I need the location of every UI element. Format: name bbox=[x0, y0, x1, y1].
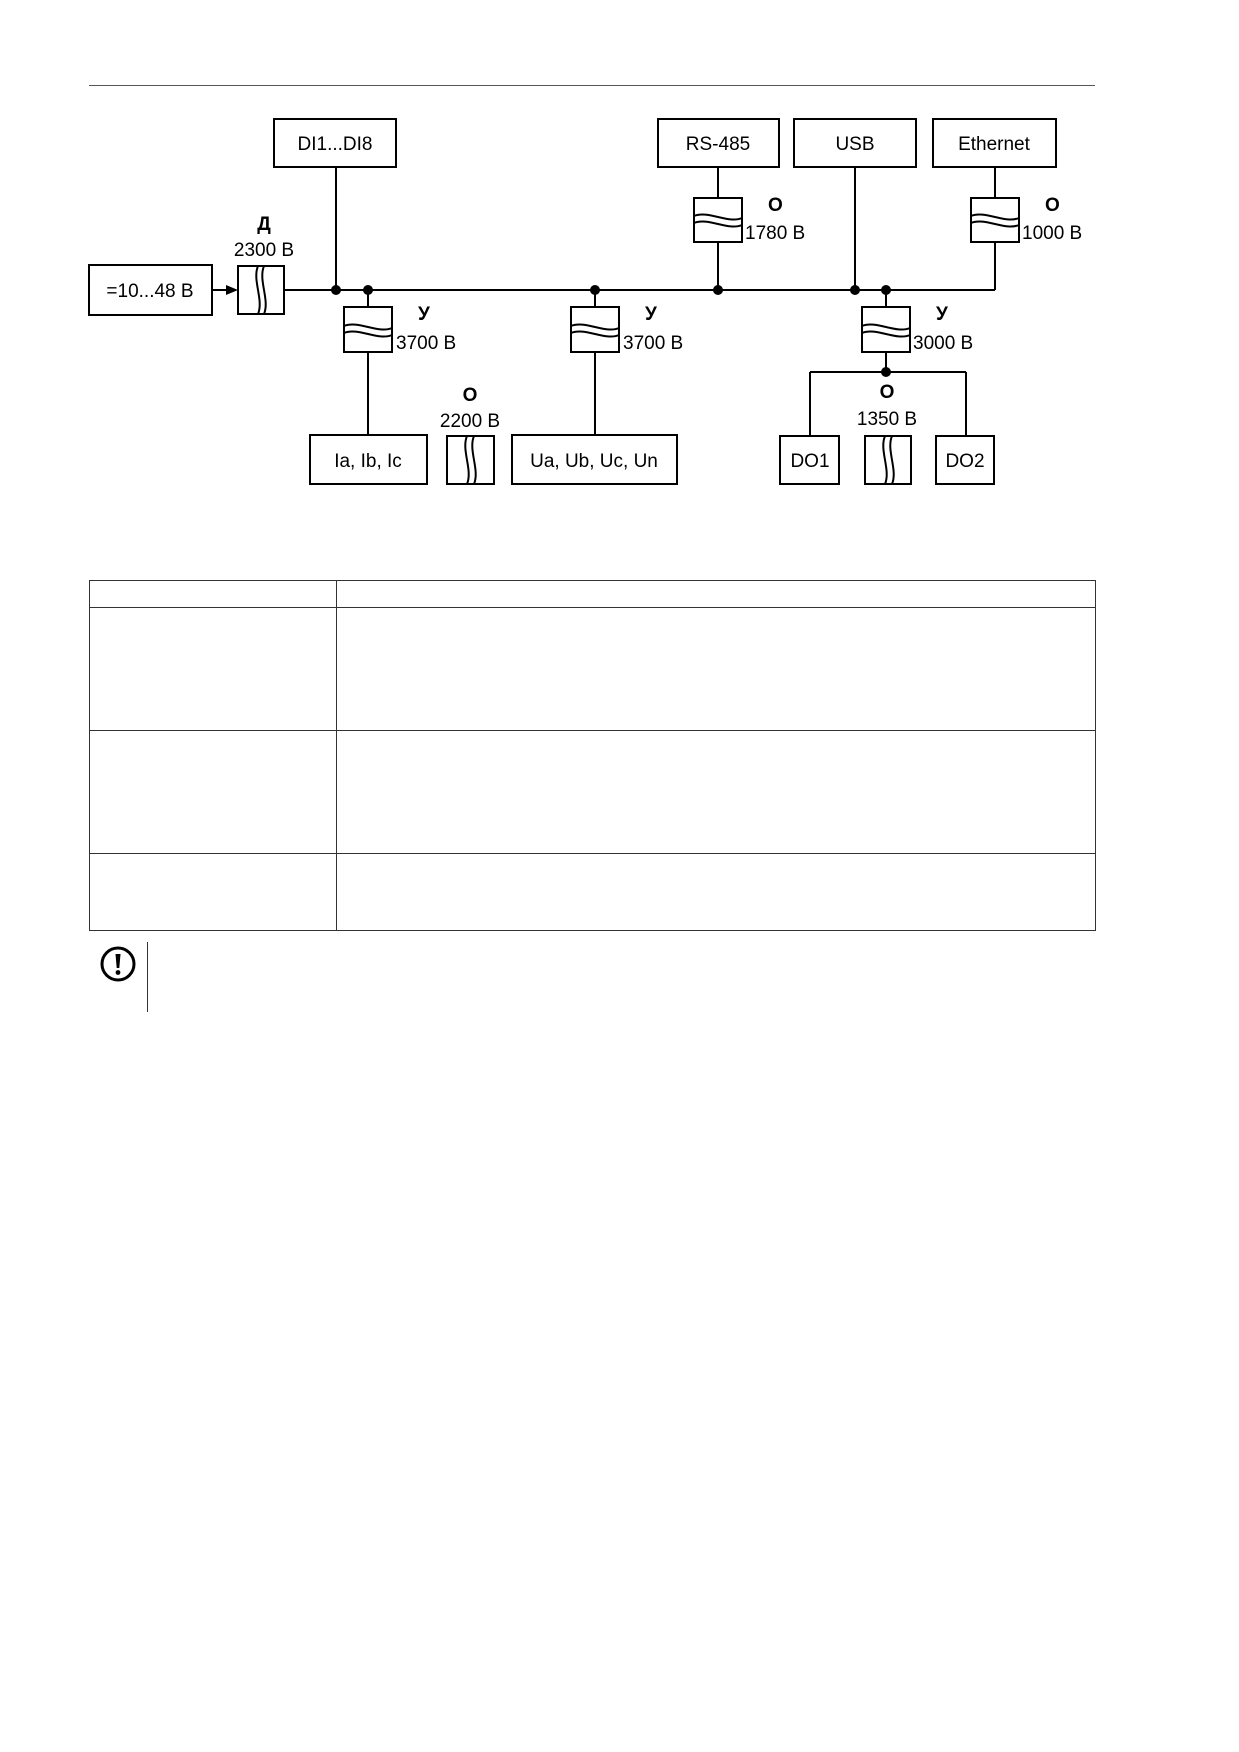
isolation-table bbox=[89, 580, 1096, 931]
isolation-type-ethernet: О bbox=[1045, 195, 1060, 216]
isolation-barrier-ethernet-icon bbox=[970, 197, 1020, 243]
table-cell bbox=[89, 730, 337, 854]
note-divider bbox=[147, 942, 148, 1012]
block-rs485 bbox=[657, 118, 780, 168]
block-usb-label: USB bbox=[835, 134, 874, 155]
junction-dot bbox=[850, 285, 860, 295]
header-rule bbox=[89, 85, 1095, 86]
isolation-voltage-ethernet: 1000 В bbox=[1022, 223, 1082, 244]
table-cell bbox=[336, 730, 1096, 854]
isolation-barrier-gap-icon bbox=[446, 435, 495, 485]
junction-dot bbox=[881, 285, 891, 295]
block-ethernet-label: Ethernet bbox=[958, 134, 1031, 155]
block-power-label: =10...48 В bbox=[106, 281, 193, 302]
table-cell bbox=[336, 580, 1096, 608]
isolation-voltage-do-gap: 1350 В bbox=[857, 409, 917, 430]
block-current bbox=[309, 434, 428, 485]
table-cell bbox=[89, 853, 337, 931]
isolation-voltage-gap: 2200 В bbox=[440, 411, 500, 432]
block-do1-label: DO1 bbox=[790, 451, 829, 472]
isolation-voltage-outputs: 3000 В bbox=[913, 333, 973, 354]
junction-dot bbox=[881, 367, 891, 377]
block-voltage bbox=[511, 434, 678, 485]
table-row bbox=[89, 853, 1096, 931]
isolation-barrier-voltage-icon bbox=[570, 306, 620, 353]
isolation-barrier-power-icon bbox=[237, 265, 285, 315]
block-di bbox=[273, 118, 397, 168]
isolation-barrier-rs485-icon bbox=[693, 197, 743, 243]
table-row bbox=[89, 607, 1096, 731]
power-arrow-icon bbox=[226, 285, 238, 295]
isolation-type-current: У bbox=[418, 304, 430, 325]
block-do2 bbox=[935, 435, 995, 485]
block-power bbox=[88, 264, 213, 316]
isolation-voltage-rs485: 1780 В bbox=[745, 223, 805, 244]
table-cell bbox=[89, 607, 337, 731]
isolation-barrier-outputs-icon bbox=[861, 306, 911, 353]
table-cell bbox=[336, 607, 1096, 731]
isolation-type-outputs: У bbox=[936, 304, 948, 325]
block-do1 bbox=[779, 435, 840, 485]
table-cell bbox=[336, 853, 1096, 931]
isolation-voltage-power: 2300 В bbox=[234, 240, 294, 261]
isolation-voltage-current: 3700 В bbox=[396, 333, 456, 354]
block-usb bbox=[793, 118, 917, 168]
block-ethernet bbox=[932, 118, 1057, 168]
isolation-type-gap: О bbox=[463, 385, 478, 406]
block-voltage-label: Ua, Ub, Uc, Un bbox=[530, 451, 658, 472]
isolation-barrier-do-gap-icon bbox=[864, 435, 912, 485]
table-cell bbox=[89, 580, 337, 608]
block-do2-label: DO2 bbox=[945, 451, 984, 472]
junction-dot bbox=[713, 285, 723, 295]
table-header-row bbox=[89, 580, 1096, 608]
block-current-label: Ia, Ib, Ic bbox=[334, 451, 402, 472]
table-row bbox=[89, 730, 1096, 854]
isolation-type-power: Д bbox=[257, 214, 271, 235]
isolation-diagram: =10...48 В DI1...DI8 RS-485 USB Ethernet… bbox=[88, 118, 1082, 485]
exclamation-circle-icon bbox=[100, 946, 136, 982]
isolation-barrier-current-icon bbox=[343, 306, 393, 353]
isolation-voltage-voltage: 3700 В bbox=[623, 333, 683, 354]
isolation-type-rs485: О bbox=[768, 195, 783, 216]
junction-dot bbox=[331, 285, 341, 295]
block-rs485-label: RS-485 bbox=[686, 134, 750, 155]
isolation-type-voltage: У bbox=[645, 304, 657, 325]
junction-dot bbox=[590, 285, 600, 295]
block-di-label: DI1...DI8 bbox=[298, 134, 373, 155]
junction-dot bbox=[363, 285, 373, 295]
isolation-type-do-gap: О bbox=[880, 382, 895, 403]
